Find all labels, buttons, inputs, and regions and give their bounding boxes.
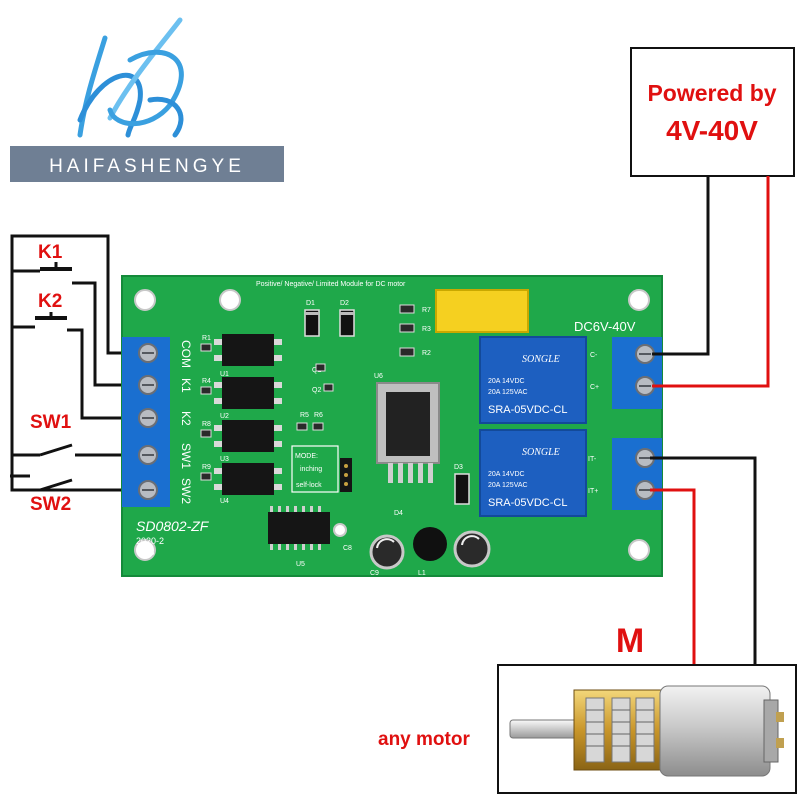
relay1-rating1: 20A 14VDC [488,378,525,385]
brand-name: HAIFASHENGYE [49,156,245,177]
capacitors [369,527,491,570]
input-terminal-block [122,337,170,507]
mounting-holes [134,289,650,561]
mode-selflock-label: self-lock [296,482,322,489]
power-label-line1: Powered by [647,80,776,106]
ref-r6: R6 [314,412,323,419]
output-terminal-label-neg: IT- [588,456,597,463]
relay2-model: SRA-05VDC-CL [488,497,567,509]
ref-r4: R4 [202,378,211,385]
power-supply-box: Powered by 4V-40V [630,47,795,177]
ref-r8: R8 [202,421,211,428]
ref-u6: U6 [374,373,383,380]
ref-r3: R3 [422,326,431,333]
ref-u2: U2 [220,413,229,420]
terminal-label-com: COM [179,340,193,368]
ref-c9: C9 [370,570,379,577]
relay1-model: SRA-05VDC-CL [488,404,567,416]
relay2-rating2: 20A 125VAC [488,482,528,489]
wire-k1 [72,281,145,387]
power-terminal-label-neg: C- [590,352,598,359]
yellow-capacitor [435,289,529,333]
relay1-rating2: 20A 125VAC [488,389,528,396]
relay-1: SONGLE 20A 14VDC 20A 125VAC SRA-05VDC-CL [479,336,587,424]
terminal-label-sw2: SW2 [179,478,193,504]
ref-r7: R7 [422,307,431,314]
ref-c8: C8 [343,545,352,552]
ref-d1: D1 [306,300,315,307]
ref-u1: U1 [220,371,229,378]
diodes [304,309,470,505]
sw1-label: SW1 [30,412,72,433]
ic-u5 [268,506,330,550]
pcb-board: Positive/ Negative/ Limited Module for D… [121,275,663,577]
motor-symbol-label: M [616,622,644,660]
k2-label: K2 [38,291,62,312]
terminal-label-k1: K1 [179,378,193,393]
logo-script-icon [77,17,184,138]
sw2-label: SW2 [30,494,71,515]
power-voltage-label: DC6V-40V [574,319,636,334]
mode-label: MODE: [295,453,318,460]
voltage-regulator [376,382,440,483]
terminal-label-sw1: SW1 [179,443,193,469]
optocouplers [214,334,282,495]
ref-r1: R1 [202,335,211,342]
output-terminal-label-pos: IT+ [588,488,598,495]
ref-r2: R2 [422,350,431,357]
power-terminal-block [612,337,662,409]
ref-r9: R9 [202,464,211,471]
date-label: 2020-2 [136,536,164,546]
brand-logo: HAIFASHENGYE [10,17,284,182]
relay1-brand: SONGLE [522,354,560,365]
terminal-label-k2: K2 [179,411,193,426]
ref-r5: R5 [300,412,309,419]
ref-l1: L1 [418,570,426,577]
wire-com-bus [10,234,145,492]
ref-u3: U3 [220,456,229,463]
motor-box: M any motor [378,622,797,794]
version-label: V1.3 [136,547,155,557]
ref-u4: U4 [220,498,229,505]
ref-d3: D3 [454,464,463,471]
relay2-rating1: 20A 14VDC [488,471,525,478]
ref-d2: D2 [340,300,349,307]
power-terminal-label-pos: C+ [590,384,599,391]
relay-2: SONGLE 20A 14VDC 20A 125VAC SRA-05VDC-CL [479,429,587,517]
mode-inching-label: inching [300,466,322,473]
brand-bar [10,146,284,182]
wire-k2 [67,328,145,420]
ref-q2: Q2 [312,387,321,394]
k1-label: K1 [38,242,63,263]
motor-caption: any motor [378,729,470,750]
ref-d4: D4 [394,510,403,517]
model-label: SD0802-ZF [136,518,210,534]
ref-u5: U5 [296,561,305,568]
output-terminal-block [612,438,662,510]
mode-selector: MODE: inching self-lock [291,445,352,493]
gear-motor-icon [509,685,784,777]
power-label-line2: 4V-40V [666,115,758,146]
pcb-header: Positive/ Negative/ Limited Module for D… [256,281,406,288]
relay2-brand: SONGLE [522,447,560,458]
